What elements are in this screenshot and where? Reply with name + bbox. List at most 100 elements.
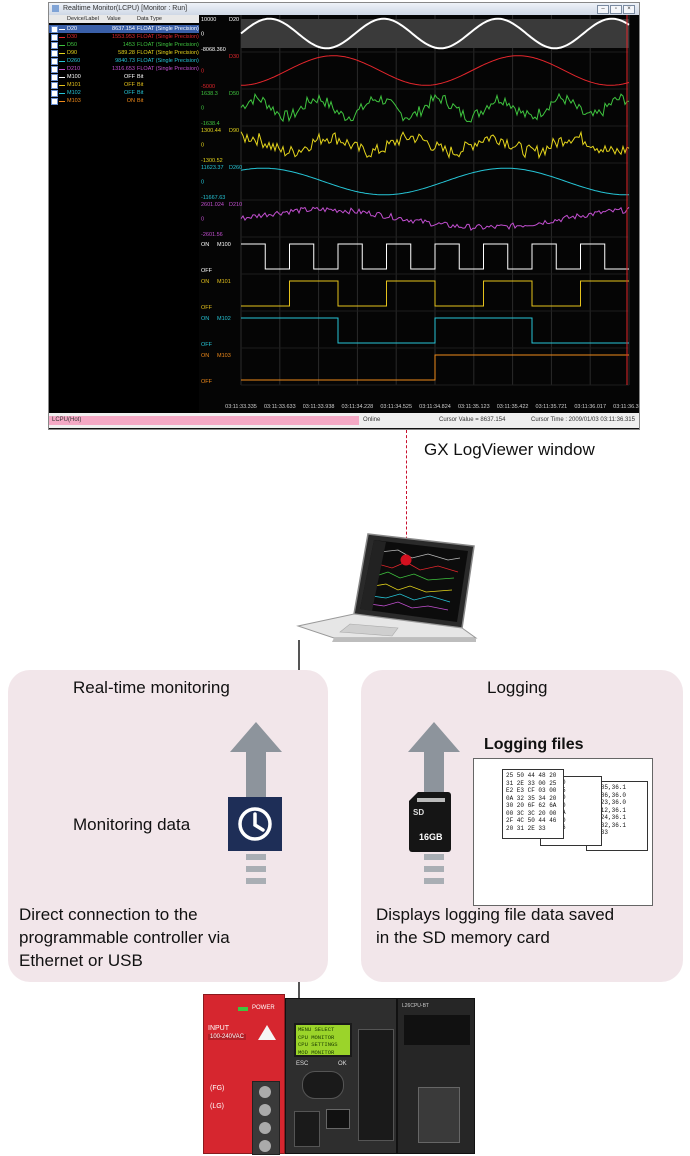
header-device-label[interactable]: Device/Label [67, 16, 99, 22]
device-label: M100 [67, 74, 81, 80]
series-top-label: 1638.3 [201, 91, 218, 97]
series-color-swatch [59, 60, 65, 62]
series-zero-label: 0 [201, 106, 204, 112]
time-tick-label: 03:11:35.123 [458, 404, 490, 410]
row-checkbox[interactable] [51, 66, 58, 73]
sd-slot [294, 1111, 320, 1147]
row-checkbox[interactable] [51, 26, 58, 33]
series-color-swatch [59, 68, 65, 70]
monitoring-data-label: Monitoring data [73, 815, 191, 834]
row-checkbox[interactable] [51, 58, 58, 65]
row-checkbox[interactable] [51, 34, 58, 41]
series-name-label: M100 [217, 242, 231, 248]
description-line: Ethernet or USB [19, 951, 143, 970]
clock-icon [228, 797, 282, 851]
description-line: in the SD memory card [376, 928, 550, 947]
status-connection-target: LCPU(Hot) [49, 416, 359, 425]
device-value: OFF [124, 90, 135, 96]
sd-card-notch [409, 792, 418, 801]
series-line [240, 92, 630, 123]
series-color-swatch [59, 36, 65, 38]
series-zero-label: 0 [201, 143, 204, 149]
series-top-label: 1300.44 [201, 128, 221, 134]
cpu-lcd-display: MENU SELECT CPU MONITOR CPU SETTINGS MOD… [294, 1023, 352, 1057]
minimize-icon[interactable]: – [597, 5, 609, 14]
description-line: programmable controller via [19, 928, 230, 947]
device-type: FLOAT (Single Precision) [137, 58, 199, 64]
maximize-icon[interactable]: ▫ [610, 5, 622, 14]
series-off-label: OFF [201, 342, 213, 348]
logging-title: Logging [487, 678, 548, 697]
close-icon[interactable]: × [623, 5, 635, 14]
row-checkbox[interactable] [51, 42, 58, 49]
series-line [240, 206, 630, 231]
terminal-block [252, 1081, 280, 1155]
input-spec: 100-240VAC [208, 1034, 246, 1040]
terminal-screw-icon [259, 1086, 271, 1098]
series-name-label: D210 [229, 202, 242, 208]
window-title: Realtime Monitor(LCPU) [Monitor : Run] [63, 5, 188, 12]
series-line [241, 243, 629, 270]
device-label: D260 [67, 58, 81, 64]
series-name-label: M101 [217, 279, 231, 285]
row-checkbox[interactable] [51, 74, 58, 81]
time-tick-label: 03:11:33.335 [225, 404, 257, 410]
time-tick-label: 03:11:33.938 [303, 404, 335, 410]
row-checkbox[interactable] [51, 82, 58, 89]
realtime-description: Direct connection to the programmable co… [19, 903, 319, 972]
io-module: L26CPU-BT [397, 998, 475, 1154]
series-off-label: OFF [201, 379, 213, 385]
series-on-label: ON [201, 242, 209, 248]
ok-button[interactable]: OK [338, 1061, 347, 1067]
device-type: FLOAT (Single Precision) [137, 42, 199, 48]
device-label: D20 [67, 26, 78, 32]
series-line [241, 280, 629, 307]
time-tick-label: 03:11:36.017 [574, 404, 606, 410]
terminal-block [418, 1087, 460, 1143]
time-tick-label: 03:11:35.721 [536, 404, 568, 410]
sd-card-icon: SD 16GB [409, 792, 451, 852]
device-type: Bit [137, 98, 144, 104]
row-checkbox[interactable] [51, 98, 58, 105]
series-name-label: D50 [229, 91, 239, 97]
laptop-icon [296, 533, 478, 642]
series-zero-label: 0 [201, 217, 204, 223]
device-type: Bit [137, 90, 144, 96]
header-value[interactable]: Value [107, 16, 121, 22]
esc-button[interactable]: ESC [296, 1061, 309, 1067]
row-checkbox[interactable] [51, 90, 58, 97]
header-data-type[interactable]: Data Type [137, 16, 162, 22]
cpu-module: MENU SELECT CPU MONITOR CPU SETTINGS MOD… [285, 998, 397, 1154]
lcd-line: MENU SELECT [298, 1026, 335, 1033]
row-checkbox[interactable] [51, 50, 58, 57]
series-name-label: D90 [229, 128, 239, 134]
lcd-line: MOD MONITOR [298, 1048, 335, 1056]
lcd-line: CPU SETTINGS [298, 1041, 338, 1048]
device-label: M101 [67, 82, 81, 88]
time-tick-label: 03:11:34.824 [419, 404, 451, 410]
series-top-label: 10000 [201, 17, 216, 23]
ethernet-port-icon [326, 1109, 350, 1129]
terminal-screw-icon [259, 1140, 271, 1152]
time-tick-label: 03:11:36.315 [613, 404, 639, 410]
lg-label: (LG) [210, 1103, 224, 1110]
cpu-cursor-keys[interactable] [302, 1071, 344, 1099]
series-color-swatch [59, 44, 65, 46]
logviewer-window: Realtime Monitor(LCPU) [Monitor : Run] –… [48, 2, 640, 430]
device-type: FLOAT (Single Precision) [137, 34, 199, 40]
device-type: Bit [137, 74, 144, 80]
device-type: FLOAT (Single Precision) [137, 26, 199, 32]
series-color-swatch [59, 28, 65, 30]
